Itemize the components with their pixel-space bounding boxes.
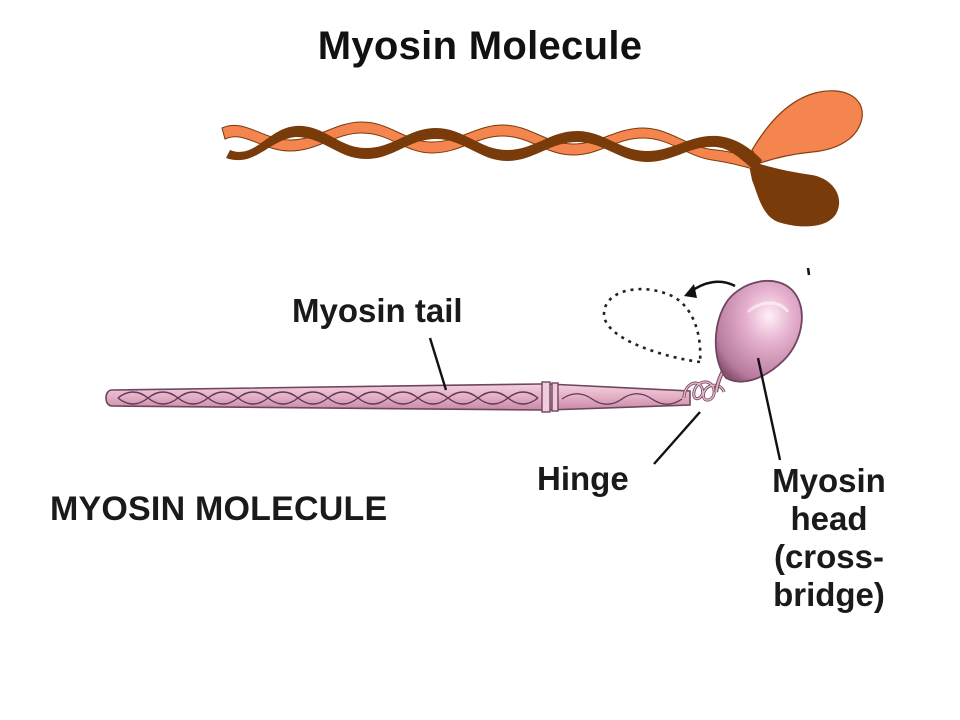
twisted-myosin-cartoon [221,90,863,227]
tail-junction [541,381,551,413]
hinge-leader-line [653,411,701,465]
myosin-head-label: Myosin head (cross- bridge) [760,462,898,614]
swing-arrow [689,280,736,294]
head-leader-line [756,357,782,461]
brown-strand [226,125,762,172]
myosin-tail [105,383,691,411]
head-label-line-1: Myosin [772,462,886,499]
head-label-line-3: (cross- [773,538,885,575]
myosin-molecule-caption: MYOSIN MOLECULE [50,490,388,528]
dotted-head-position [602,287,702,364]
head-label-line-2: head [790,500,868,537]
arrow-head-icon [684,284,697,298]
myosin-tail-label: Myosin tail [292,292,463,329]
tail-leader-line [428,337,448,391]
hinge-label: Hinge [537,460,629,497]
brown-head [748,160,840,227]
orange-head [751,90,863,164]
head-label-line-4: bridge) [773,576,885,613]
myosin-molecule-drawing [105,267,811,465]
slide-title: Myosin Molecule [317,24,643,68]
